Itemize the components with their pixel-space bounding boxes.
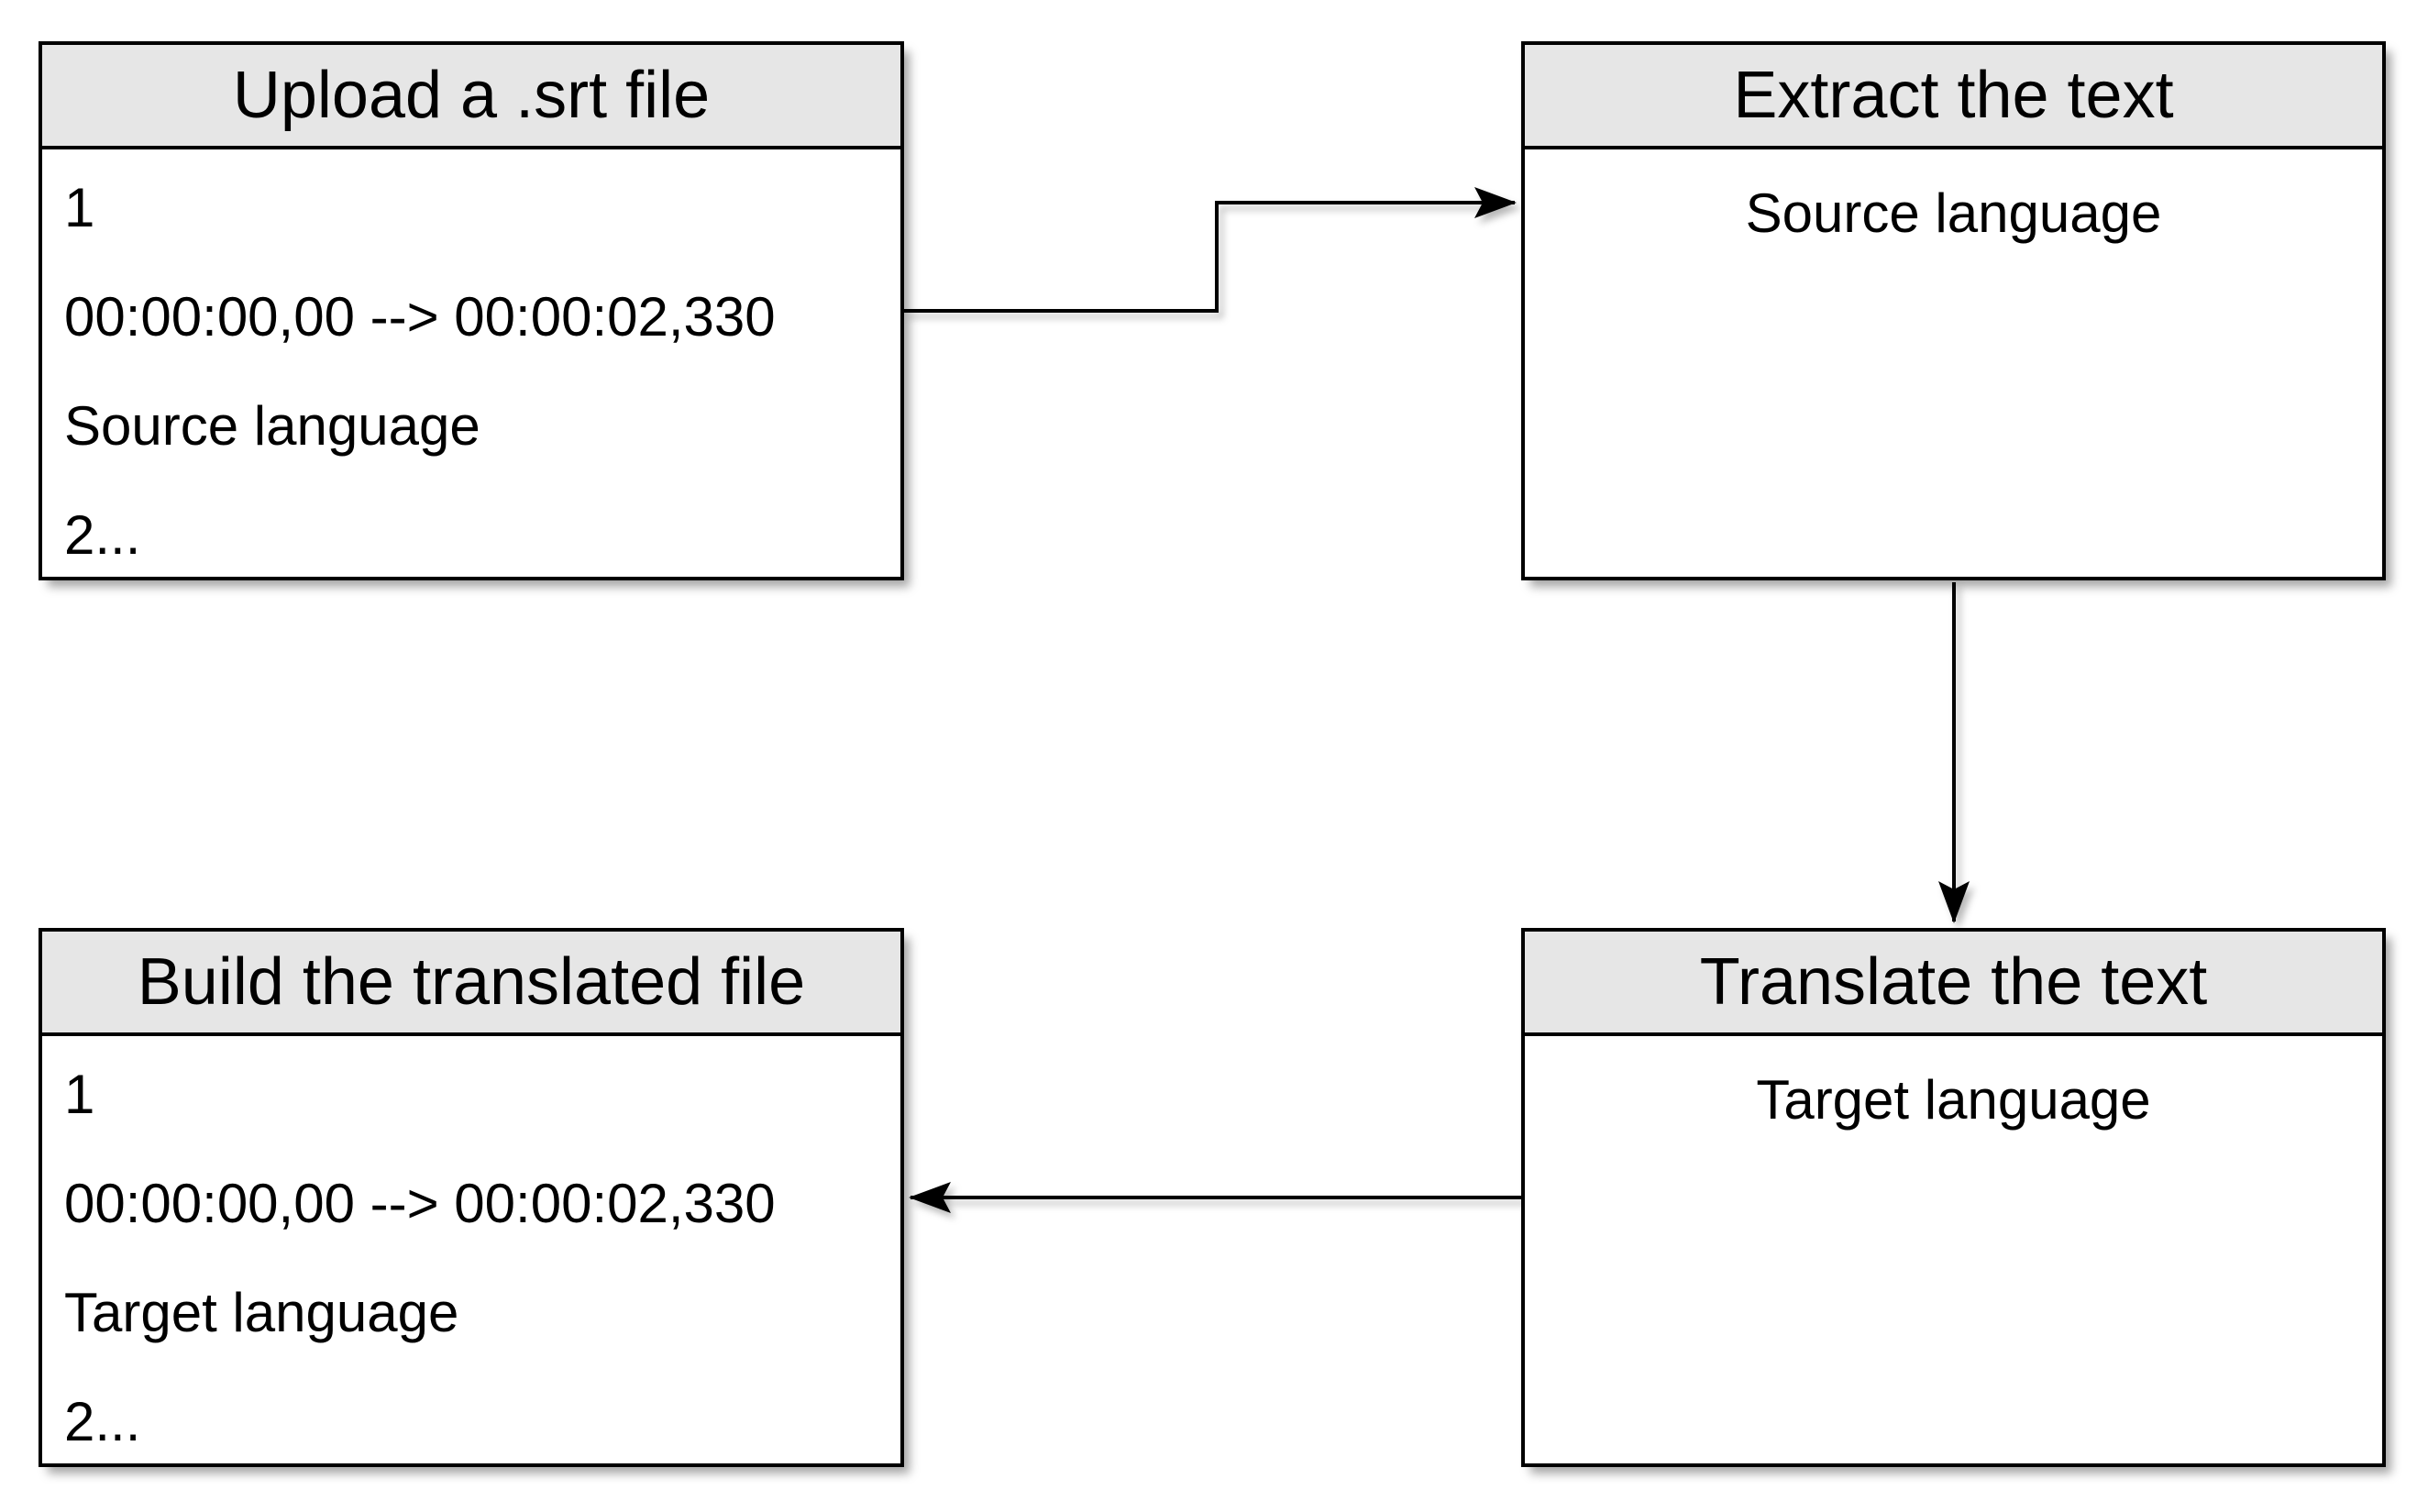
- node-upload-body: 1 00:00:00,00 --> 00:00:02,330 Source la…: [42, 149, 900, 590]
- translate-body-line: Target language: [1756, 1069, 2151, 1131]
- srt-line-text: Source language: [64, 395, 480, 457]
- srt-line-index: 1: [64, 1064, 95, 1125]
- node-translate-text: Translate the text Target language: [1521, 928, 2386, 1467]
- srt-line-next: 2...: [64, 504, 141, 566]
- extract-body-line: Source language: [1745, 182, 2162, 244]
- node-upload-header: Upload a .srt file: [42, 45, 900, 149]
- node-upload-title: Upload a .srt file: [232, 59, 711, 132]
- node-translate-body: Target language: [1525, 1036, 2382, 1154]
- node-upload-srt-file: Upload a .srt file 1 00:00:00,00 --> 00:…: [39, 41, 904, 580]
- node-extract-header: Extract the text: [1525, 45, 2382, 149]
- srt-line-next: 2...: [64, 1391, 141, 1452]
- node-translate-header: Translate the text: [1525, 932, 2382, 1036]
- arrow-upload-to-extract: [904, 187, 1517, 313]
- node-extract-text: Extract the text Source language: [1521, 41, 2386, 580]
- srt-line-timecode: 00:00:00,00 --> 00:00:02,330: [64, 1173, 776, 1234]
- node-translate-title: Translate the text: [1699, 945, 2208, 1019]
- srt-line-text: Target language: [64, 1282, 459, 1343]
- node-build-title: Build the translated file: [137, 945, 806, 1019]
- node-build-body: 1 00:00:00,00 --> 00:00:02,330 Target la…: [42, 1036, 900, 1476]
- node-build-header: Build the translated file: [42, 932, 900, 1036]
- node-extract-body: Source language: [1525, 149, 2382, 268]
- node-build-translated-file: Build the translated file 1 00:00:00,00 …: [39, 928, 904, 1467]
- srt-line-index: 1: [64, 177, 95, 238]
- srt-line-timecode: 00:00:00,00 --> 00:00:02,330: [64, 286, 776, 348]
- node-extract-title: Extract the text: [1733, 59, 2174, 132]
